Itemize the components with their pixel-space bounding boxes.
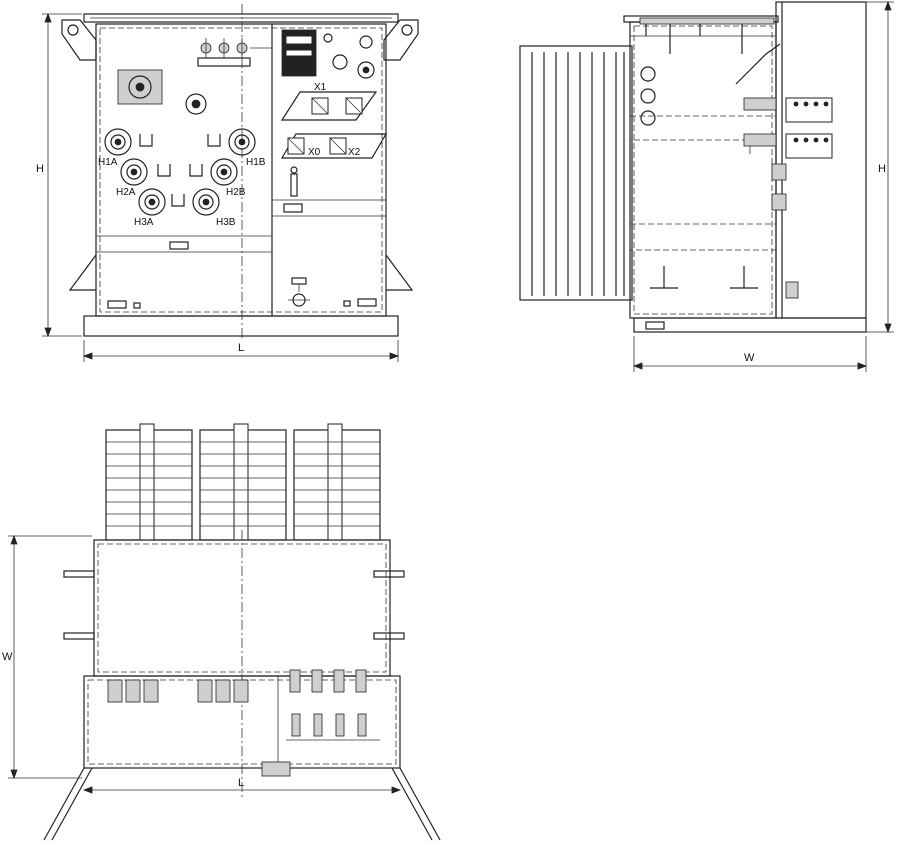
dim-label-width-side: W	[744, 352, 755, 364]
tap-changer	[117, 69, 163, 105]
top-fittings	[639, 17, 775, 54]
radiator-top-1	[105, 423, 193, 541]
label-x0: X0	[308, 147, 321, 158]
lifting-lug-right	[383, 19, 419, 61]
label-x2: X2	[348, 147, 361, 158]
radiator-top-3	[293, 423, 381, 541]
top-view: W L	[2, 423, 441, 841]
top-drain-valve	[261, 761, 291, 777]
dim-label-height-side: H	[878, 163, 886, 175]
label-h3b: H3B	[216, 217, 236, 228]
label-h1b: H1B	[246, 157, 266, 168]
gauge	[185, 93, 207, 115]
dim-width-side	[632, 336, 868, 372]
front-view: H1A H1B H2A H2B H3A H3B	[36, 4, 419, 362]
lifting-lug-left	[61, 19, 97, 61]
lv-bushing-panel	[280, 91, 388, 159]
dim-label-width-top: W	[2, 651, 13, 663]
base-frame	[83, 315, 399, 337]
dim-label-length-top: L	[238, 777, 244, 789]
top-hv-bushings	[107, 679, 249, 703]
label-h3a: H3A	[134, 217, 154, 228]
drain-valve	[288, 277, 310, 307]
bushing-h3b	[192, 188, 220, 216]
side-bushings	[735, 43, 833, 211]
dim-length-top	[82, 786, 402, 794]
radiator-side	[519, 45, 633, 301]
bushing-h1b	[228, 128, 256, 156]
bushing-h1a	[104, 128, 132, 156]
label-h2b: H2B	[226, 187, 246, 198]
fuse-holders	[139, 134, 221, 207]
pressure-gauge	[332, 54, 348, 70]
dim-width-top	[8, 534, 92, 780]
radiator-top-2	[199, 423, 287, 541]
dim-label-length: L	[238, 342, 244, 354]
label-h2a: H2A	[116, 187, 136, 198]
dim-label-height: H	[36, 163, 44, 175]
side-cabinet	[775, 1, 867, 319]
dim-height-side	[866, 0, 894, 334]
dim-height	[42, 12, 82, 338]
bushing-group-top	[197, 38, 272, 67]
label-x1: X1	[314, 82, 327, 93]
bushing-h2a	[120, 158, 148, 186]
tank-body	[95, 23, 387, 317]
top-cover	[83, 13, 399, 23]
ground-pad	[283, 203, 303, 213]
temperature-gauge	[357, 61, 375, 79]
side-view: W H	[519, 0, 894, 372]
side-base	[633, 317, 867, 333]
label-h1a: H1A	[98, 157, 118, 168]
top-lv-bushings	[286, 669, 380, 741]
bushing-h3a	[138, 188, 166, 216]
bushing-h2b	[210, 158, 238, 186]
dim-length	[82, 340, 400, 362]
